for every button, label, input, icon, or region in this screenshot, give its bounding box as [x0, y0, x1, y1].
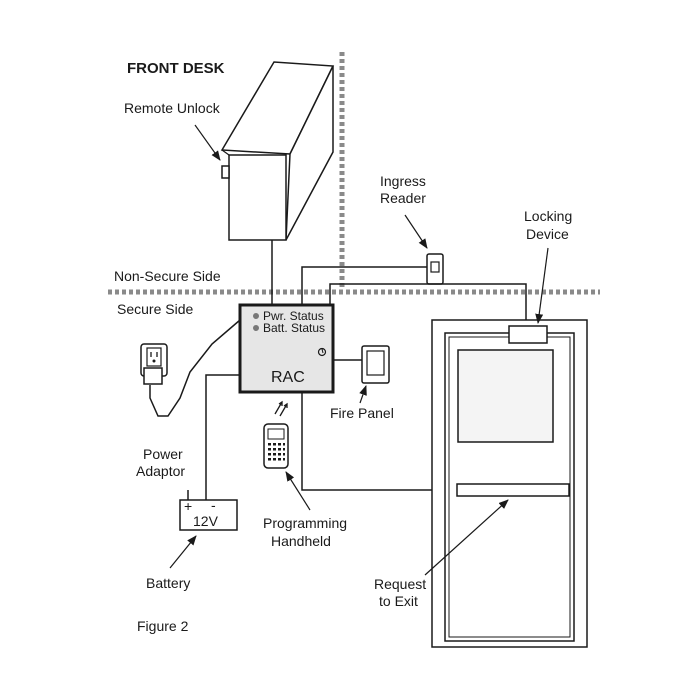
rac-controller: Pwr. Status Batt. Status RAC — [238, 303, 335, 394]
batt-status-label: Batt. Status — [263, 321, 325, 335]
figure-caption: Figure 2 — [137, 618, 189, 634]
fire-panel-device — [361, 345, 390, 384]
arrow-programming-handheld — [285, 471, 311, 511]
fire-panel-label: Fire Panel — [330, 405, 394, 421]
power-outlet — [140, 343, 168, 385]
battery-device: + - 12V — [179, 497, 238, 531]
arrow-remote-unlock — [194, 124, 221, 161]
door-window — [457, 349, 554, 443]
ingress-reader-label-line1: Ingress — [380, 173, 426, 189]
batt-status-led — [253, 325, 259, 331]
front-desk-label: FRONT DESK — [127, 60, 225, 77]
wireless-signal-icon — [274, 400, 288, 417]
ingress-reader-label-line2: Reader — [380, 190, 426, 206]
power-adaptor-plug — [143, 367, 163, 385]
request-to-exit-label-line2: to Exit — [379, 593, 418, 609]
arrow-locking-device — [535, 247, 549, 324]
secure-side-label: Secure Side — [117, 301, 193, 317]
remote-unlock-button — [221, 165, 230, 179]
arrow-fire-panel — [359, 385, 367, 404]
non-secure-side-label: Non-Secure Side — [114, 268, 221, 284]
rac-label: RAC — [271, 369, 305, 386]
battery-minus-sign: - — [211, 497, 216, 513]
rac-tamper-icon — [317, 347, 327, 357]
pwr-status-led — [253, 313, 259, 319]
battery-voltage-label: 12V — [193, 513, 219, 529]
arrow-request-to-exit — [424, 499, 509, 576]
programming-handheld-device — [263, 400, 289, 469]
door-assembly — [431, 319, 588, 648]
wire-power-adaptor — [149, 319, 241, 417]
locking-device-label-line1: Locking — [524, 208, 572, 224]
request-to-exit-bar — [456, 483, 570, 497]
front-desk-console — [220, 61, 335, 241]
power-adaptor-label-line1: Power — [143, 446, 183, 462]
remote-unlock-label: Remote Unlock — [124, 100, 221, 116]
arrow-battery — [169, 535, 197, 569]
wire-ingress-reader — [301, 266, 427, 305]
arrow-ingress-reader — [404, 214, 428, 249]
locking-device-unit — [508, 325, 548, 344]
ingress-reader-device — [426, 253, 444, 285]
programming-handheld-label-line2: Handheld — [271, 533, 331, 549]
pwr-status-label: Pwr. Status — [263, 309, 324, 323]
battery-label: Battery — [146, 575, 190, 591]
battery-plus-sign: + — [184, 498, 192, 514]
programming-handheld-label-line1: Programming — [263, 515, 347, 531]
wire-request-to-exit — [301, 392, 457, 491]
power-adaptor-label-line2: Adaptor — [136, 463, 185, 479]
wire-battery — [205, 374, 240, 500]
wire-locking-device — [329, 283, 527, 326]
request-to-exit-label-line1: Request — [374, 576, 426, 592]
locking-device-label-line2: Device — [526, 226, 569, 242]
